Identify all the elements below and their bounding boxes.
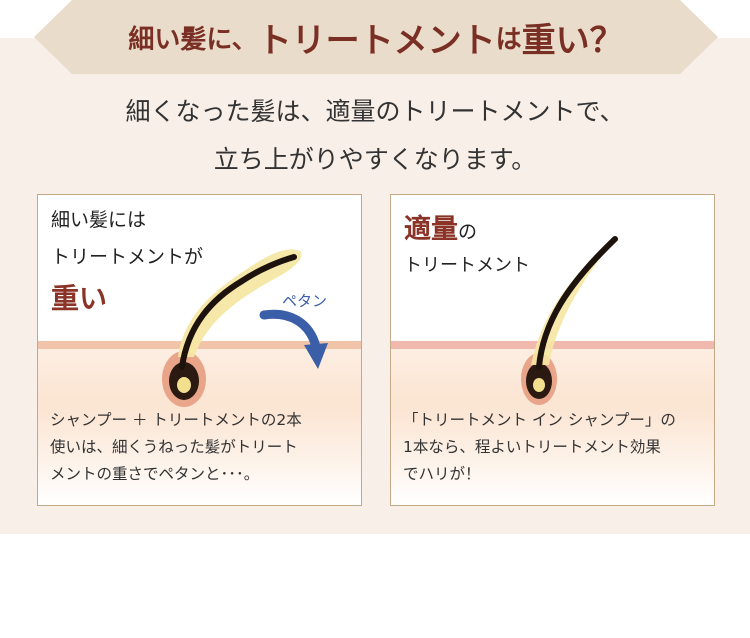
- left-card: 細い髪には トリートメントが 重い ペタン シャンプー ＋ トリートメントの2本…: [37, 194, 362, 506]
- right-heading-line-2: トリートメント: [404, 255, 530, 276]
- title-banner: 細い髪に、 トリートメント は 重い？: [34, 0, 718, 74]
- intro-line-2: 立ち上がりやすくなります。: [213, 145, 537, 174]
- left-caption-line-2: 使いは、細くうねった髪がトリート: [50, 438, 298, 456]
- right-caption-line-1: 「トリートメント イン シャンプー」の: [403, 411, 676, 429]
- left-caption: シャンプー ＋ トリートメントの2本 使いは、細くうねった髪がトリート メントの…: [50, 407, 354, 488]
- left-caption-line-1: シャンプー ＋ トリートメントの2本: [50, 411, 302, 429]
- right-caption-line-2: 1本なら、程よいトリートメント効果: [403, 438, 661, 456]
- left-heading-line-2: トリートメントが: [51, 246, 204, 268]
- banner-title-part3: は: [495, 24, 522, 55]
- left-heading-emphasis: 重い: [51, 282, 108, 315]
- left-caption-line-3: メントの重さでペタンと･･･。: [50, 465, 260, 483]
- banner-title: 細い髪に、 トリートメント は 重い？: [34, 0, 718, 74]
- left-heading-line-1: 細い髪には: [51, 209, 147, 231]
- petan-label: ペタン: [282, 292, 328, 310]
- flat-hair-illustration: [38, 249, 361, 419]
- banner-title-part2: トリートメント: [257, 20, 496, 61]
- banner-title-part4: 重い？: [521, 20, 624, 61]
- upright-hair-illustration: [391, 236, 714, 419]
- right-heading-line-1: 適量の: [404, 207, 477, 246]
- banner-shape: [34, 0, 718, 74]
- right-caption-line-3: でハリが！: [403, 465, 481, 483]
- right-heading-suffix: の: [458, 221, 478, 243]
- right-heading-emphasis: 適量: [404, 214, 458, 245]
- right-caption: 「トリートメント イン シャンプー」の 1本なら、程よいトリートメント効果 でハ…: [403, 407, 707, 488]
- right-card: 適量の トリートメント 「トリートメント イン シャンプー」の 1本なら、程よい…: [390, 194, 715, 506]
- intro-line-1: 細くなった髪は、適量のトリートメントで、: [125, 97, 625, 126]
- intro-text: 細くなった髪は、適量のトリートメントで、 立ち上がりやすくなります。: [0, 88, 750, 184]
- banner-title-part1: 細い髪に、: [128, 24, 258, 55]
